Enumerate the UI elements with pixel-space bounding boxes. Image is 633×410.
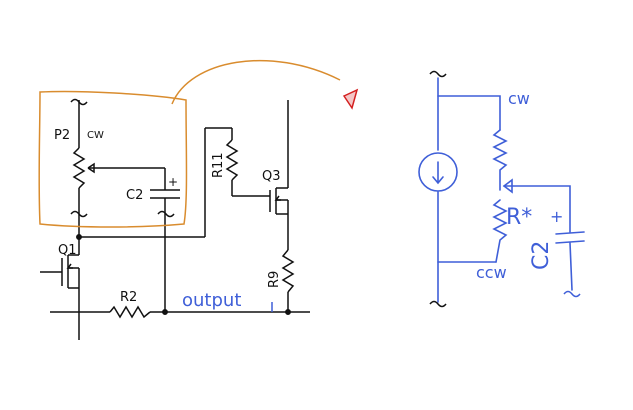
resistor-r11	[225, 128, 262, 197]
label-ccw: ccw	[476, 263, 507, 282]
label-q3: Q3	[262, 169, 281, 184]
break-marker-c2	[563, 290, 581, 298]
label-r-star: R*	[506, 205, 532, 230]
transistor-q3	[262, 100, 289, 250]
resistor-r2	[50, 305, 310, 319]
current-source-icon	[418, 152, 458, 192]
output-label: output	[182, 290, 241, 311]
label-c2-left: C2	[126, 188, 143, 203]
label-p2: P2	[54, 128, 70, 143]
left-schematic	[40, 100, 310, 340]
label-q1: Q1	[58, 243, 77, 258]
label-cw-right: cw	[508, 89, 530, 108]
label-c2-right: C2	[529, 241, 554, 270]
label-r9: R9	[267, 271, 282, 288]
label-cw-left: CW	[87, 130, 104, 141]
callout-arrow-line	[171, 59, 341, 105]
label-c2-plus: +	[168, 175, 178, 189]
label-r11: R11	[211, 152, 226, 178]
transistor-q1	[40, 230, 80, 340]
resistor-r9	[281, 249, 295, 312]
break-markers-right	[429, 70, 447, 308]
break-markers-left	[70, 98, 175, 218]
label-plus-right: +	[550, 207, 563, 226]
callout-arrowhead	[342, 88, 359, 110]
highlight-outline	[38, 90, 188, 228]
label-r2: R2	[120, 290, 137, 305]
potentiometer-p2	[72, 100, 166, 230]
capacitor-c2	[150, 189, 180, 312]
right-sketch	[418, 77, 585, 303]
